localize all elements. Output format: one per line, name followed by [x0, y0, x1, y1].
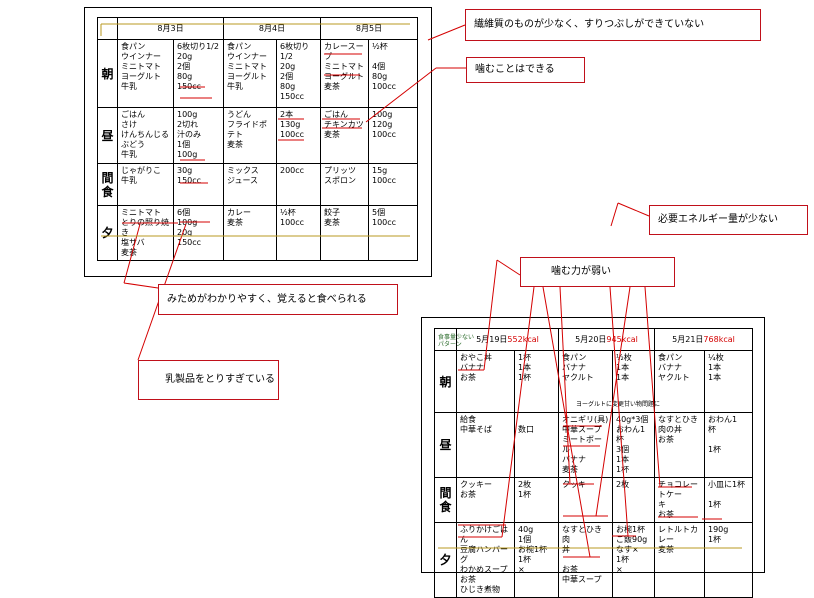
amount-cell: 2枚: [612, 477, 655, 523]
food-cell: ごはん さけ けんちんじる ぶどう 牛乳: [117, 107, 174, 164]
amount-cell: 15g 100cc: [368, 163, 418, 206]
amount-cell: ½杯 4個 80g 100cc: [368, 39, 418, 108]
food-cell: ごはん チキンカツ 麦茶: [320, 107, 369, 164]
food-cell: チョコレートケー キ お茶: [654, 477, 705, 523]
kcal-value: 768kcal: [703, 334, 735, 344]
food-cell: うどん フライドポテト 麦茶: [223, 107, 277, 164]
food-cell: カレー 麦茶: [223, 205, 277, 261]
amount-cell: 5個 100cc: [368, 205, 418, 261]
amount-cell: 数口: [514, 412, 559, 478]
food-cell: 餃子 麦茶: [320, 205, 369, 261]
callout-dairy: 乳製品をとりすぎている: [138, 360, 279, 400]
food-cell: なすとひき肉 丼 お茶 中華スープ: [558, 522, 613, 598]
amount-cell: 小皿に1杯 1杯: [704, 477, 753, 523]
callout-fiber: 繊維質のものが少なく、すりつぶしができていない: [465, 9, 761, 41]
meal-table-august: 8月3日 8月4日 8月5日 朝 食パン ウインナー ミニトマト ヨーグルト 牛…: [97, 17, 418, 261]
amount-cell: ½杯 100cc: [276, 205, 321, 261]
food-cell: ミックス ジュース: [223, 163, 277, 206]
callout-chew: 噛むことはできる: [466, 57, 585, 83]
amount-cell: おわん1 杯 1杯: [704, 412, 753, 478]
callout-looks: みためがわかりやすく、覚えると食べられる: [158, 284, 398, 315]
food-cell: 食パン ウインナー ミニトマト ヨーグルト 牛乳: [223, 39, 277, 108]
callout-weak: 噛む力が弱い: [520, 257, 675, 287]
amount-cell: 100g 2切れ 汁のみ 1個 100g: [173, 107, 224, 164]
meal-label: 夕: [434, 522, 457, 598]
callout-energy: 必要エネルギー量が少ない: [649, 205, 808, 235]
amount-cell: 2本 130g 100cc: [276, 107, 321, 164]
food-cell: 給食 中華そば: [456, 412, 515, 478]
meal-label: 間食: [97, 163, 118, 206]
food-cell: なすとひき 肉の丼 お茶: [654, 412, 705, 478]
food-cell: レトルトカレー 麦茶: [654, 522, 705, 598]
kcal-value: 552kcal: [507, 334, 539, 344]
meal-label: 間食: [434, 477, 457, 523]
amount-cell: 2枚 1杯: [514, 477, 559, 523]
meal-table-may: 5月19日552kcal 5月20日945kcal 5月21日768kcal 朝…: [434, 328, 753, 598]
amount-cell: 190g 1杯: [704, 522, 753, 598]
food-cell: 食パン バナナ ヤクルト: [558, 350, 613, 413]
